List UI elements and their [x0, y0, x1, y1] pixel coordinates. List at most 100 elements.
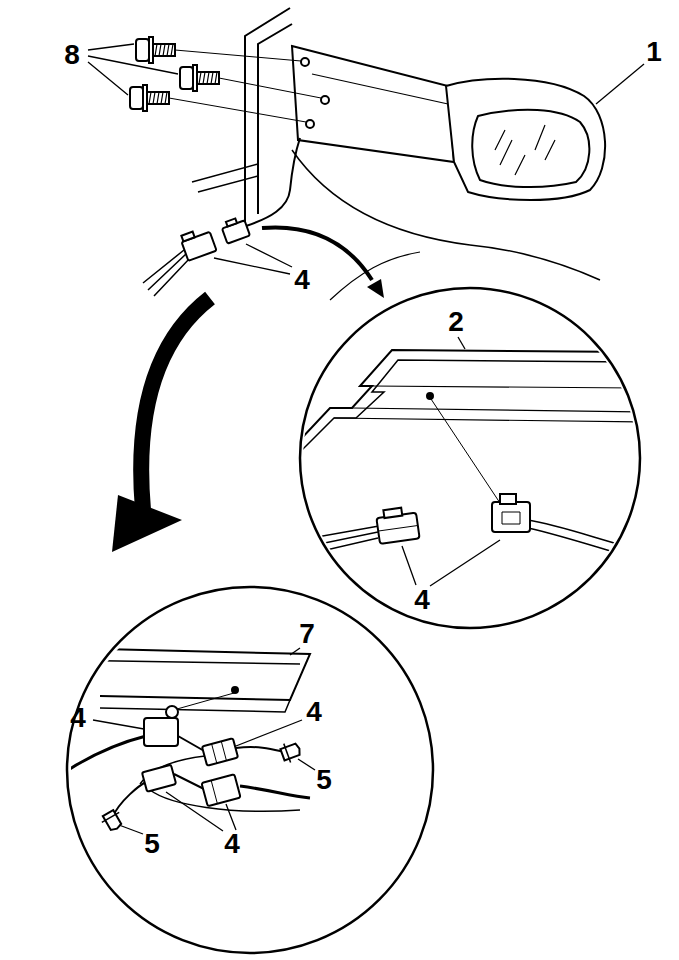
detail-view: [427, 393, 433, 399]
mirror-harness: [182, 232, 217, 261]
leader-lines: [290, 648, 300, 655]
detail-view: [211, 780, 217, 803]
detail-view: [300, 360, 640, 452]
detail-view: [60, 660, 300, 664]
leader-lines: [298, 759, 315, 770]
detail-view: [528, 520, 640, 560]
detail-view: [112, 782, 146, 818]
detail-view: [300, 288, 640, 628]
door-panel: [330, 252, 420, 300]
mirror-assembly: [312, 74, 448, 104]
detail-view: [100, 700, 290, 712]
mirror-assembly: [292, 46, 454, 162]
mirror-assembly: [472, 110, 589, 187]
leader-lines: [88, 44, 178, 95]
callout-number: 7: [299, 620, 315, 648]
leader-lines: [119, 825, 143, 834]
view-arrow: [367, 279, 384, 298]
detail-view: [383, 508, 402, 518]
bolts: [136, 37, 175, 63]
mirror-assembly: [292, 46, 605, 200]
detail-view: [375, 506, 419, 544]
callout-number: 8: [64, 41, 80, 69]
leader-lines: [166, 792, 236, 831]
detail-view: [60, 648, 310, 700]
callout-number: 4: [306, 698, 322, 726]
detail-view: [60, 587, 433, 953]
detail-view: [177, 693, 234, 709]
detail-view: [376, 513, 419, 544]
detail-view: [202, 774, 241, 806]
door-panel: [192, 164, 258, 192]
detail-view: [240, 786, 310, 798]
detail-view: [144, 718, 178, 746]
detail-view: [202, 774, 241, 806]
detail-view: [102, 812, 119, 822]
detail-view: [232, 687, 238, 693]
detail-view: [99, 808, 125, 834]
mirror-harness: [143, 138, 300, 296]
detail-view: [166, 706, 178, 718]
detail-view: [202, 738, 238, 766]
detail-view: [202, 738, 238, 766]
detail-view: [144, 706, 178, 746]
mirror-harness: [179, 226, 216, 261]
alignment-lines: [169, 50, 321, 122]
callout-number: 1: [646, 38, 662, 66]
view-arrow: [112, 495, 182, 552]
leader-lines: [402, 540, 500, 586]
bolts: [130, 85, 169, 111]
detail-view: [300, 350, 640, 560]
callout-number: 4: [224, 830, 240, 858]
mirror-harness: [181, 232, 194, 242]
mirror-harness: [220, 216, 250, 244]
door-panel: [192, 8, 600, 300]
callout-number: 4: [294, 266, 310, 294]
detail-view: [60, 648, 310, 834]
detail-view: [212, 741, 227, 763]
detail-view: [103, 810, 122, 832]
detail-view: [492, 494, 530, 532]
bolts: [180, 65, 219, 91]
detail-view: [236, 747, 284, 752]
detail-view: [492, 502, 530, 532]
mirror-assembly: [306, 120, 314, 128]
callout-number: 2: [448, 308, 464, 336]
leader-lines: [596, 64, 644, 104]
mirror-assembly: [495, 125, 555, 175]
detail-view: [378, 525, 418, 531]
detail-view: [500, 494, 516, 504]
detail-view: [300, 350, 640, 440]
leader-lines: [88, 44, 644, 834]
detail-view: [284, 744, 291, 763]
detail-view: [300, 526, 379, 556]
detail-view: [142, 765, 176, 792]
door-panel: [292, 150, 470, 245]
view-arrow: [141, 298, 210, 510]
detail-view: [142, 765, 176, 792]
mirror-assembly: [321, 96, 329, 104]
detail-view: [68, 736, 146, 770]
callout-number: 4: [70, 704, 86, 732]
detail-view: [502, 512, 520, 524]
mirror-assembly: [301, 58, 309, 66]
bolts: [130, 37, 219, 111]
detail-view: [174, 774, 206, 790]
leader-lines: [93, 720, 144, 729]
mirror-harness: [226, 218, 237, 226]
leader-lines: [458, 337, 465, 349]
detail-view: [67, 587, 433, 953]
leader-lines: [236, 720, 302, 746]
leader-lines: [214, 244, 292, 274]
detail-view: [431, 399, 500, 503]
callout-number: 5: [144, 830, 160, 858]
detail-view: [334, 386, 640, 422]
alignment-lines: [169, 50, 321, 122]
mirror-harness: [246, 138, 300, 226]
callout-number: 5: [316, 766, 332, 794]
detail-view: [280, 743, 301, 760]
door-panel: [470, 245, 600, 280]
